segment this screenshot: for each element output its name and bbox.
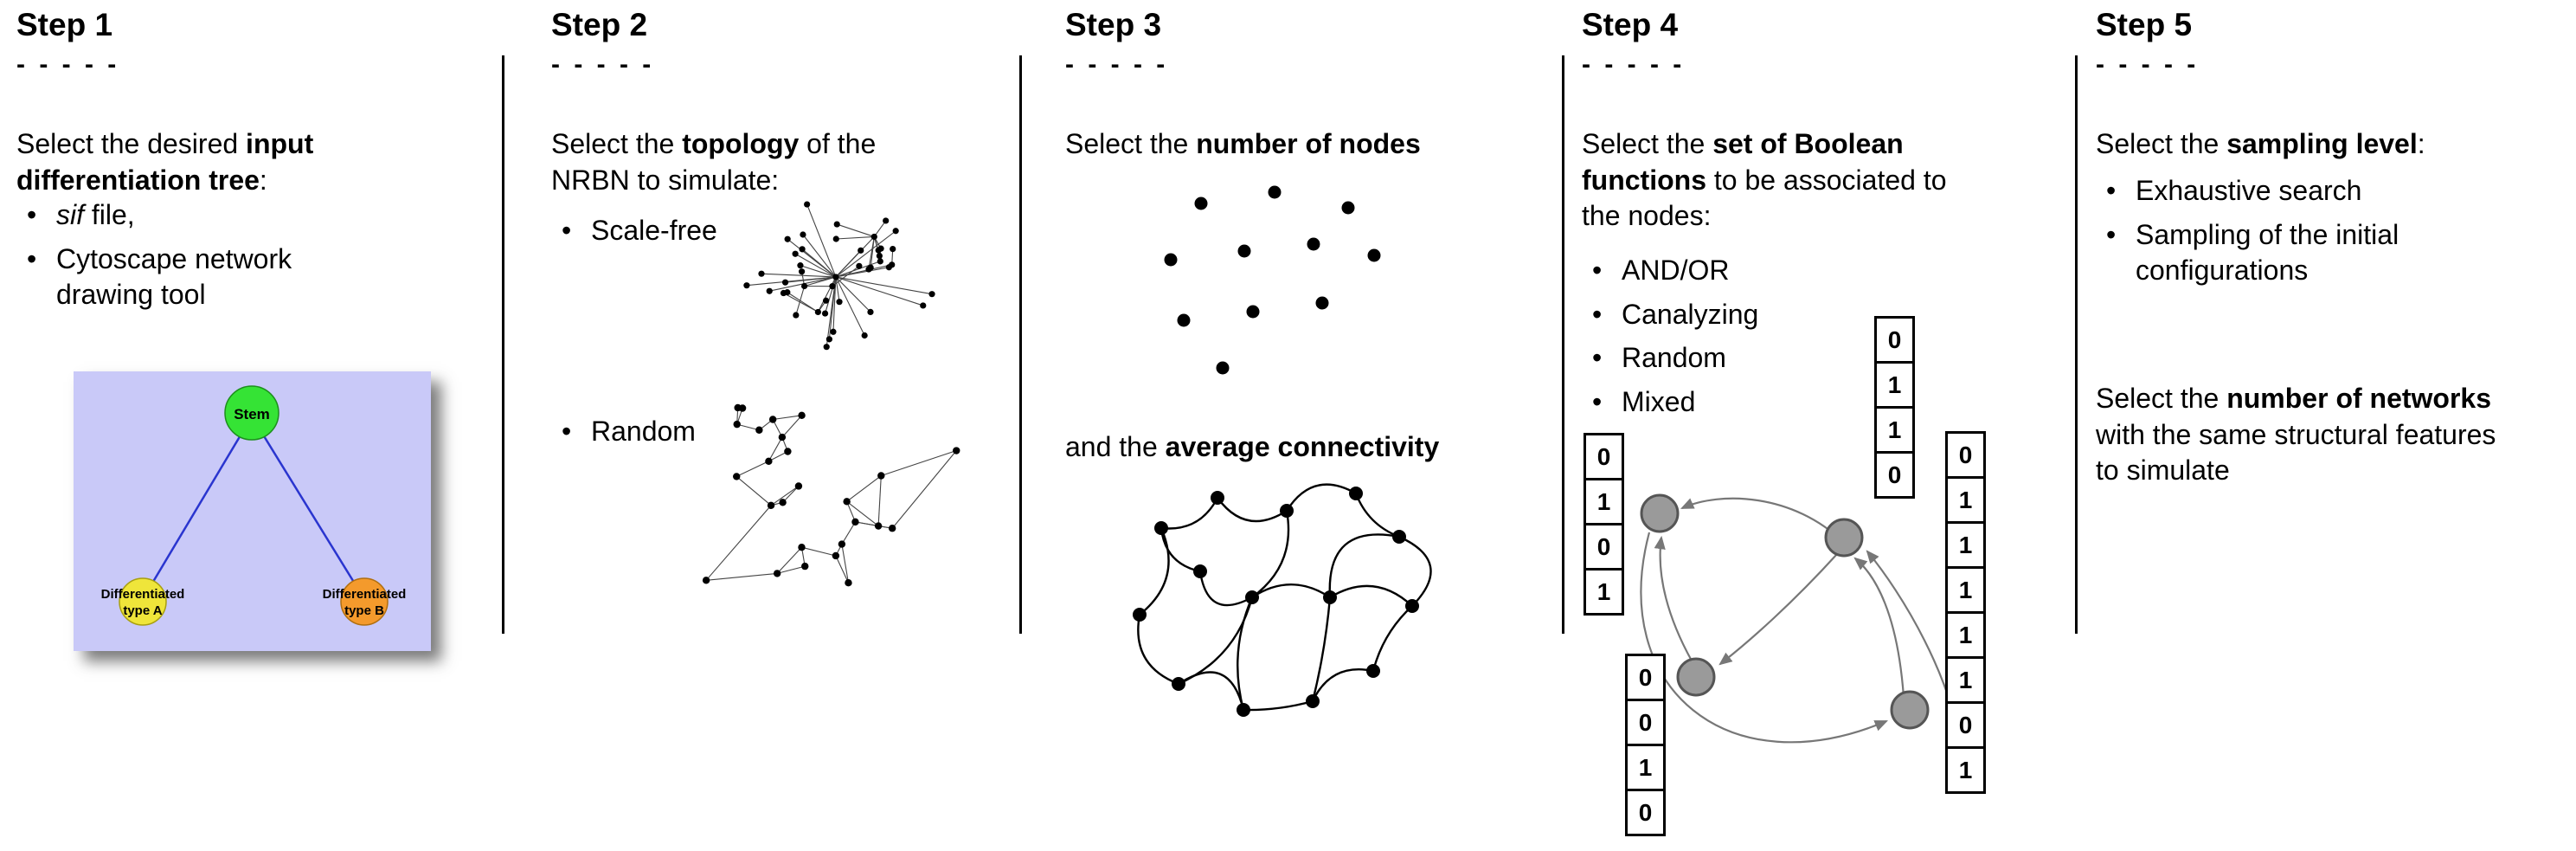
table-cell: 1 [1945, 521, 1986, 569]
type-a-label-line1: Differentiated [101, 587, 185, 602]
step-5-dashes: - - - - - [2096, 50, 2200, 79]
table-cell: 0 [1945, 701, 1986, 749]
function-option-and-or: • AND/OR [1587, 253, 1950, 289]
boolean-table-right: 0 1 1 1 1 1 0 1 [1945, 431, 1986, 794]
table-cell: 0 [1945, 431, 1986, 479]
table-cell: 1 [1945, 746, 1986, 794]
step-3-connectivity-text: and the average connectivity [1065, 431, 1440, 462]
step-4-column: Step 4 - - - - - Select the set of Boole… [1582, 0, 2075, 851]
table-cell: 0 [1625, 699, 1666, 746]
sampling-option-exhaustive: • Exhaustive search [2101, 173, 2525, 210]
step-2-intro: Select the topology of the NRBN to simul… [551, 128, 877, 196]
topology-option-random: • Random [556, 414, 807, 450]
function-option-mixed: • Mixed [1587, 384, 1950, 421]
step-1-column: Step 1 - - - - - Select the desired inpu… [16, 0, 503, 851]
differentiation-tree-svg: Stem Differentiated type A Differentiate… [74, 371, 431, 651]
type-b-label-line2: type B [344, 603, 384, 618]
step-5-bullets: • Exhaustive search • Sampling of the in… [2101, 173, 2525, 297]
step-2-dashes: - - - - - [551, 50, 655, 79]
bullet-marker: • [2106, 218, 2117, 250]
type-b-label-line1: Differentiated [323, 587, 407, 602]
table-cell: 0 [1874, 316, 1915, 364]
table-cell: 1 [1945, 566, 1986, 614]
sampling-option-initial-configurations: • Sampling of the initial configurations [2101, 217, 2525, 289]
step-5-title: Step 5 [2096, 7, 2193, 42]
bullet-marker: • [27, 199, 37, 230]
step-5-intro: Select the sampling level: [2096, 128, 2425, 159]
topology-option-scale-free: • Scale-free [556, 213, 807, 249]
tree-edge-left [141, 416, 254, 600]
bullet-marker: • [562, 215, 572, 246]
table-cell: 1 [1945, 656, 1986, 704]
column-divider [1562, 55, 1564, 634]
column-divider [2075, 55, 2078, 634]
table-cell: 1 [1625, 744, 1666, 791]
type-a-label-line2: type A [123, 603, 162, 618]
column-divider [1019, 55, 1022, 634]
boolean-table-bottom: 0 0 1 0 [1625, 654, 1666, 836]
step-1-title: Step 1 [16, 7, 113, 42]
step-4-title: Step 4 [1582, 7, 1679, 42]
table-cell: 1 [1874, 406, 1915, 454]
table-cell: 1 [1584, 568, 1624, 616]
step-4-bullets: • AND/OR • Canalyzing • Random • Mixed [1587, 253, 1950, 428]
bullet-marker: • [2106, 175, 2117, 206]
step-2-title: Step 2 [551, 7, 648, 42]
boolean-network-image [1640, 493, 1963, 754]
boolean-table-top: 0 1 1 0 [1874, 316, 1915, 499]
differentiated-type-a-node [119, 577, 167, 626]
bullet-marker: • [1592, 342, 1603, 374]
table-cell: 0 [1625, 789, 1666, 836]
bullet-marker: • [1592, 255, 1603, 286]
table-cell: 0 [1584, 433, 1624, 480]
step-4-intro: Select the set of Boolean functions to b… [1582, 128, 1947, 232]
bullet-marker: • [562, 416, 572, 447]
step-3-column: Step 3 - - - - - Select the number of no… [1065, 0, 1555, 851]
table-cell: 1 [1945, 611, 1986, 659]
table-cell: 0 [1584, 523, 1624, 571]
bullet-marker: • [27, 242, 37, 274]
stem-node-label: Stem [234, 406, 270, 422]
differentiated-type-b-node [340, 577, 389, 626]
column-divider [502, 55, 504, 634]
stem-node [224, 385, 279, 441]
scale-free-network-image [743, 201, 935, 351]
step-3-title: Step 3 [1065, 7, 1162, 42]
nodes-dots-image [1164, 185, 1381, 375]
table-cell: 1 [1945, 476, 1986, 524]
bullet-marker: • [1592, 385, 1603, 417]
step-5-networks-text: Select the number of networks with the s… [2096, 383, 2496, 487]
step-3-dashes: - - - - - [1065, 50, 1169, 79]
step-2-column: Step 2 - - - - - Select the topology of … [551, 0, 1023, 851]
list-item-sif-file: • sif file, [22, 197, 324, 234]
step-1-bullets: • sif file, • Cytoscape network drawing … [22, 197, 324, 321]
table-cell: 0 [1625, 654, 1666, 701]
step-3-intro: Select the number of nodes [1065, 128, 1421, 159]
function-option-random: • Random [1587, 340, 1950, 377]
bullet-marker: • [1592, 298, 1603, 330]
step-5-column: Step 5 - - - - - Select the sampling lev… [2096, 0, 2570, 851]
random-network-image [702, 403, 960, 587]
differentiation-tree-figure: Stem Differentiated type A Differentiate… [74, 371, 431, 651]
table-cell: 1 [1874, 361, 1915, 409]
step-1-dashes: - - - - - [16, 50, 120, 79]
list-item-cytoscape: • Cytoscape network drawing tool [22, 242, 324, 313]
function-option-canalyzing: • Canalyzing [1587, 297, 1950, 333]
boolean-table-left: 0 1 0 1 [1584, 433, 1624, 616]
table-cell: 0 [1874, 451, 1915, 499]
step-1-intro: Select the desired input differentiation… [16, 128, 314, 196]
tree-edge-right [250, 416, 366, 600]
table-cell: 1 [1584, 478, 1624, 525]
connectivity-network-image [1133, 483, 1432, 717]
step-4-dashes: - - - - - [1582, 50, 1686, 79]
